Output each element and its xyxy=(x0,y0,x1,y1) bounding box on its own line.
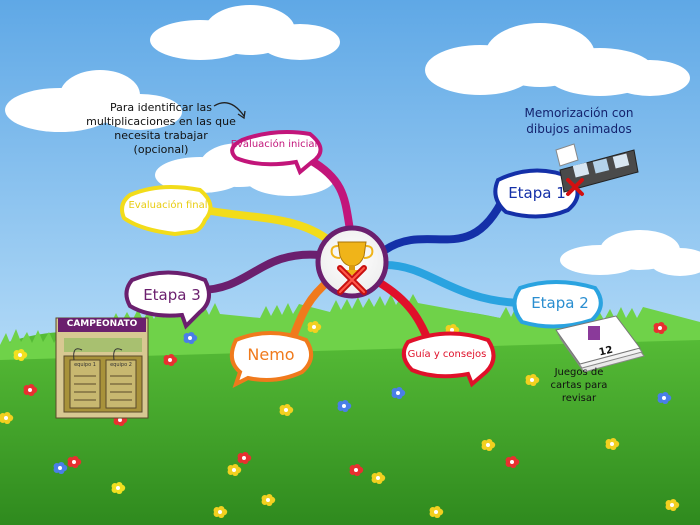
campeonato-title: CAMPEONATO xyxy=(66,319,138,329)
flower xyxy=(67,455,82,469)
flower xyxy=(371,471,386,485)
bubble-etapa3[interactable] xyxy=(124,270,211,330)
label-guia[interactable]: Guía y consejos xyxy=(407,349,487,360)
flower xyxy=(337,399,352,413)
campeonato-stand xyxy=(55,317,149,419)
bubble-evaluacion-inicial[interactable] xyxy=(230,130,323,176)
note-optional-hint: Para identificar las multiplicaciones en… xyxy=(86,101,236,156)
flower xyxy=(261,493,276,507)
flower xyxy=(53,461,68,475)
label-etapa2[interactable]: Etapa 2 xyxy=(531,294,589,312)
label-evaluacion-inicial[interactable]: Evaluación inicial xyxy=(230,139,318,150)
cloud xyxy=(155,143,335,196)
branch-evaluacion-final xyxy=(201,206,339,249)
label-etapa1[interactable]: Etapa 1 xyxy=(508,184,566,202)
cloud xyxy=(560,230,700,276)
label-nemo[interactable]: Nemo xyxy=(247,345,295,364)
flower xyxy=(349,463,364,477)
bubble-etapa1[interactable] xyxy=(493,168,580,219)
card-deck-icon xyxy=(555,315,645,373)
flower xyxy=(0,411,14,425)
flower xyxy=(183,331,198,345)
cloud xyxy=(425,23,690,96)
grass-blades xyxy=(0,294,700,360)
note-juegos: Juegos de cartas para revisar xyxy=(550,367,608,404)
campeonato-card-b: equipo 2 xyxy=(110,362,132,368)
flower xyxy=(111,481,126,495)
flower xyxy=(237,451,252,465)
bubble-nemo[interactable] xyxy=(229,331,314,388)
branch-etapa1 xyxy=(381,191,509,254)
label-etapa3[interactable]: Etapa 3 xyxy=(143,286,201,304)
flower xyxy=(605,437,620,451)
flower xyxy=(505,455,520,469)
flower xyxy=(391,386,406,400)
flower xyxy=(213,505,228,519)
campeonato-card-a: equipo 1 xyxy=(74,362,96,368)
flowers xyxy=(0,320,680,519)
flower xyxy=(307,320,322,334)
cloud xyxy=(150,5,340,60)
flower xyxy=(163,353,178,367)
multiply-x-icon xyxy=(337,265,367,295)
bubble-guia[interactable] xyxy=(401,331,496,388)
trophy-icon xyxy=(330,241,374,275)
flower xyxy=(653,321,668,335)
branch-etapa2 xyxy=(381,261,524,307)
curved-arrow-icon xyxy=(213,102,245,117)
flower xyxy=(665,498,680,512)
flower xyxy=(279,403,294,417)
bubble-evaluacion-final[interactable] xyxy=(120,185,213,237)
flower xyxy=(23,383,38,397)
flower xyxy=(657,391,672,405)
branch-evaluacion-inicial xyxy=(306,156,354,234)
branch-etapa3 xyxy=(196,250,324,294)
label-evaluacion-final[interactable]: Evaluación final xyxy=(128,200,208,211)
cloud xyxy=(5,70,182,132)
flower xyxy=(525,373,540,387)
flower xyxy=(481,438,496,452)
note-memorizacion: Memorización con dibujos animados xyxy=(524,106,634,136)
film-strip-icon xyxy=(555,143,639,196)
bubble-etapa2[interactable] xyxy=(512,280,603,329)
arrow-head-icon xyxy=(237,110,246,120)
flower xyxy=(227,463,242,477)
flower xyxy=(13,348,28,362)
flower xyxy=(429,505,444,519)
